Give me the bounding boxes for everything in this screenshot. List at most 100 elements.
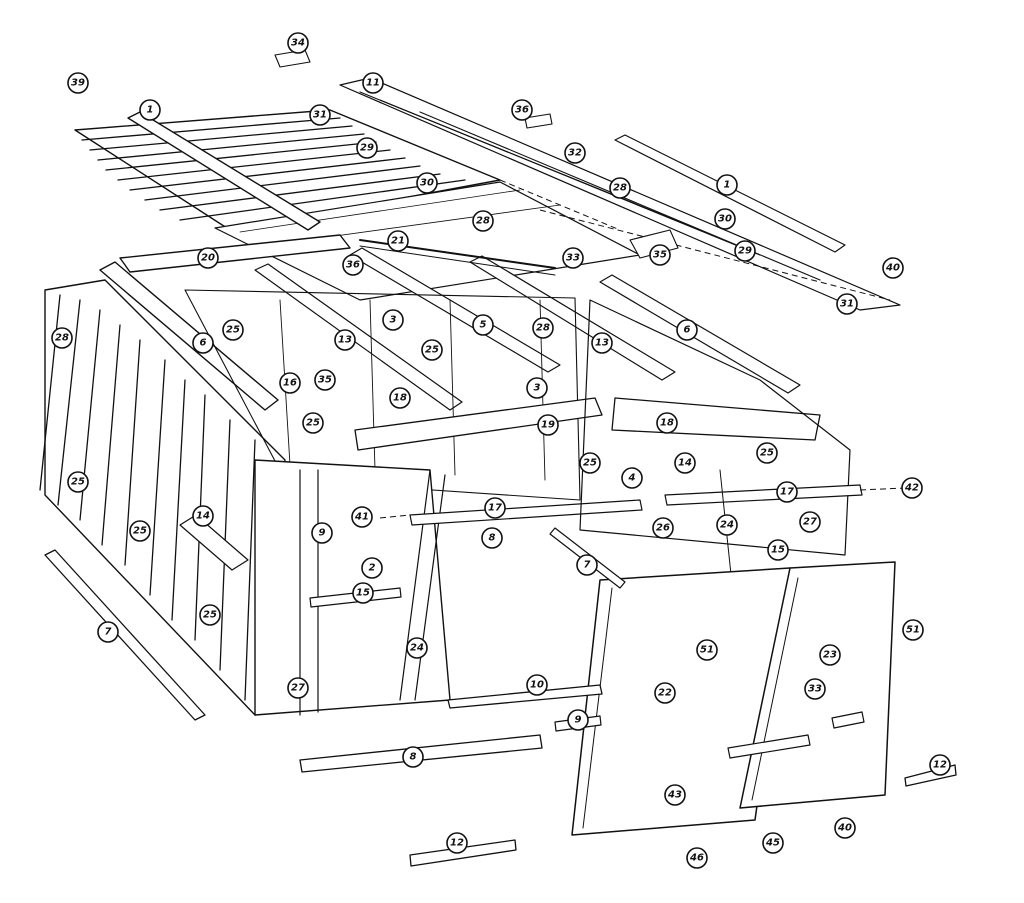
callout-circle: [674, 452, 696, 474]
callout-28: 28: [532, 317, 554, 339]
callout-number: 25: [425, 345, 439, 356]
callout-20: 20: [197, 247, 219, 269]
callout-circle: [472, 210, 494, 232]
callout-circle: [537, 414, 559, 436]
callout-17: 17: [776, 481, 798, 503]
callout-26: 26: [652, 517, 674, 539]
callout-24: 24: [716, 514, 738, 536]
callout-number: 39: [71, 78, 85, 89]
callout-number: 16: [283, 378, 297, 389]
callout-circle: [129, 520, 151, 542]
callout-circle: [287, 677, 309, 699]
callout-3: 3: [526, 377, 548, 399]
callout-18: 18: [389, 387, 411, 409]
callout-circle: [334, 329, 356, 351]
callout-25: 25: [67, 471, 89, 493]
callout-circle: [352, 582, 374, 604]
callout-14: 14: [674, 452, 696, 474]
callout-18: 18: [656, 412, 678, 434]
left-wall: [39, 279, 286, 716]
callout-circle: [576, 554, 598, 576]
callout-number: 28: [613, 183, 627, 194]
roof-trim-dashed: [499, 179, 891, 301]
callout-number: 13: [338, 335, 352, 346]
callout-13: 13: [334, 329, 356, 351]
callout-circle: [902, 619, 924, 641]
callout-25: 25: [222, 319, 244, 341]
callout-number: 51: [906, 625, 920, 636]
callout-2: 2: [361, 557, 383, 579]
callout-31: 31: [309, 104, 331, 126]
callout-number: 9: [319, 528, 326, 539]
callout-15: 15: [767, 539, 789, 561]
callout-number: 27: [291, 683, 305, 694]
callout-25: 25: [129, 520, 151, 542]
callout-number: 1: [724, 180, 731, 191]
callout-circle: [139, 99, 161, 121]
callout-circle: [309, 104, 331, 126]
callout-number: 12: [933, 760, 947, 771]
callout-circle: [481, 527, 503, 549]
callout-17: 17: [484, 497, 506, 519]
callout-circle: [526, 377, 548, 399]
callout-25: 25: [302, 412, 324, 434]
callout-circle: [591, 332, 613, 354]
callout-circle: [834, 817, 856, 839]
callout-number: 8: [410, 752, 417, 763]
callout-25: 25: [199, 604, 221, 626]
callout-number: 3: [534, 383, 541, 394]
callout-34: 34: [287, 32, 309, 54]
callout-number: 28: [536, 323, 550, 334]
callout-16: 16: [279, 372, 301, 394]
callout-number: 27: [803, 517, 817, 528]
callout-14: 14: [192, 505, 214, 527]
callout-circle: [342, 254, 364, 276]
callout-25: 25: [421, 339, 443, 361]
callout-circle: [199, 604, 221, 626]
callout-circle: [197, 247, 219, 269]
callout-circle: [511, 99, 533, 121]
callout-circle: [579, 452, 601, 474]
callout-circle: [649, 244, 671, 266]
callout-number: 5: [480, 320, 487, 331]
callout-number: 22: [658, 688, 672, 699]
top-frame: [99, 234, 801, 411]
callout-number: 43: [667, 790, 682, 801]
callout-circle: [302, 412, 324, 434]
callout-51: 51: [902, 619, 924, 641]
callout-number: 31: [840, 299, 854, 310]
callout-circle: [609, 177, 631, 199]
callout-number: 25: [583, 458, 597, 469]
callout-circle: [484, 497, 506, 519]
callout-circle: [564, 142, 586, 164]
callout-35: 35: [649, 244, 671, 266]
callout-number: 7: [105, 627, 112, 638]
callout-51: 51: [696, 639, 718, 661]
callout-circle: [67, 72, 89, 94]
callout-number: 33: [566, 253, 580, 264]
callout-number: 18: [393, 393, 407, 404]
callout-27: 27: [799, 511, 821, 533]
callout-number: 29: [360, 143, 374, 154]
callout-circle: [314, 369, 336, 391]
callout-circle: [67, 471, 89, 493]
callout-number: 28: [476, 216, 490, 227]
callout-29: 29: [356, 137, 378, 159]
callout-40: 40: [834, 817, 856, 839]
callout-circle: [656, 412, 678, 434]
callout-number: 40: [885, 263, 900, 274]
callout-circle: [562, 247, 584, 269]
callout-number: 3: [390, 315, 397, 326]
callout-15: 15: [352, 582, 374, 604]
callout-1: 1: [139, 99, 161, 121]
callout-number: 14: [196, 511, 210, 522]
callout-circle: [819, 644, 841, 666]
callout-number: 19: [541, 420, 555, 431]
callout-circle: [836, 293, 858, 315]
callout-3: 3: [382, 309, 404, 331]
callout-30: 30: [416, 172, 438, 194]
callout-number: 14: [678, 458, 692, 469]
callout-number: 45: [765, 838, 780, 849]
callout-29: 29: [734, 240, 756, 262]
